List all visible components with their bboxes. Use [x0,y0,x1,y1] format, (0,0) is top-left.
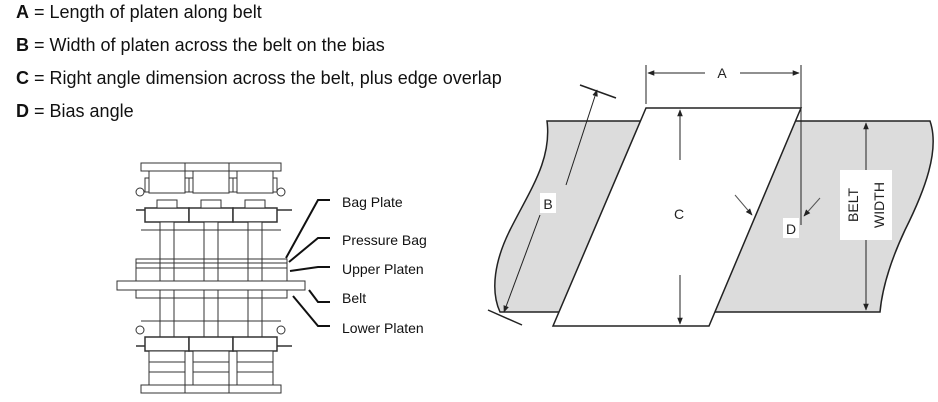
definition-a: A = Length of platen along belt [16,2,262,23]
definition-key: C [16,68,29,88]
label-pressure-bag: Pressure Bag [342,232,427,248]
bias-platen-drawing [487,65,934,327]
label-upper-platen: Upper Platen [342,261,424,277]
definition-key: B [16,35,29,55]
belt-width-label-1: BELT [845,188,861,222]
definition-key: A [16,2,29,22]
label-bag-plate: Bag Plate [342,194,403,210]
belt-width-label-2: WIDTH [871,182,887,228]
platen-shape [551,107,803,327]
dim-a-label: A [717,65,727,81]
definition-text: = Length of platen along belt [34,2,262,22]
dim-b-label: B [543,196,552,212]
definition-text: = Right angle dimension across the belt,… [34,68,502,88]
dim-c-label: C [674,206,684,222]
label-belt: Belt [342,290,366,306]
definition-b: B = Width of platen across the belt on t… [16,35,385,56]
label-lower-platen: Lower Platen [342,320,424,336]
definition-c: C = Right angle dimension across the bel… [16,68,502,89]
belt-press-drawing [116,162,330,394]
definition-key: D [16,101,29,121]
dim-d-label: D [786,221,796,237]
definition-text: = Width of platen across the belt on the… [34,35,385,55]
definition-text: = Bias angle [34,101,134,121]
definition-d: D = Bias angle [16,101,134,122]
